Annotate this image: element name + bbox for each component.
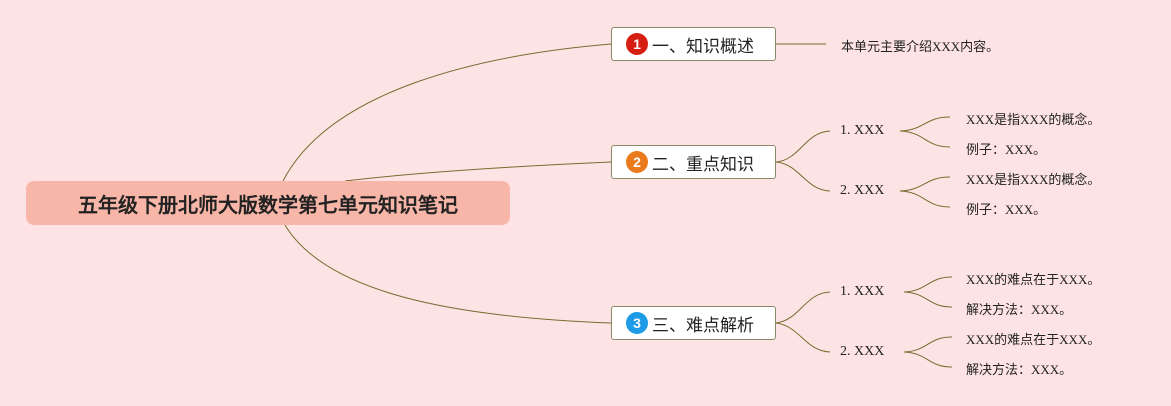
connector-b3s1-leaf1 xyxy=(903,276,953,293)
root-node[interactable]: 五年级下册北师大版数学第七单元知识笔记 xyxy=(26,181,510,225)
b2-sub2-leaf-1[interactable]: XXX是指XXX的概念。 xyxy=(966,172,1101,187)
connector-root-branch2 xyxy=(344,161,612,182)
root-title: 五年级下册北师大版数学第七单元知识笔记 xyxy=(78,192,458,217)
b3-sub-1[interactable]: 1. XXX xyxy=(840,284,885,299)
connector-branch3-sub2 xyxy=(775,322,831,353)
b3-sub1-leaf-1[interactable]: XXX的难点在于XXX。 xyxy=(966,272,1101,287)
branch-node-3[interactable]: 3 三、难点解析 xyxy=(611,306,776,340)
connector-b2s1-leaf1 xyxy=(899,116,951,132)
b1-leaf[interactable]: 本单元主要介绍XXX内容。 xyxy=(841,39,1000,54)
branch-label-3: 三、难点解析 xyxy=(652,315,754,336)
b3-sub2-leaf-1[interactable]: XXX的难点在于XXX。 xyxy=(966,332,1101,347)
branch-label-1: 一、知识概述 xyxy=(652,36,754,57)
connector-b2s2-leaf2 xyxy=(899,190,951,208)
b2-sub1-leaf-1[interactable]: XXX是指XXX的概念。 xyxy=(966,112,1101,127)
number-badge-1: 1 xyxy=(626,33,648,55)
branch-label-2: 二、重点知识 xyxy=(652,154,754,175)
connector-root-branch1 xyxy=(282,43,612,182)
connector-b3s2-leaf1 xyxy=(903,336,953,353)
connector-b3s1-leaf2 xyxy=(903,291,953,308)
number-badge-3: 3 xyxy=(626,312,648,334)
b2-sub1-leaf-2[interactable]: 例子：XXX。 xyxy=(966,142,1047,157)
connector-branch3-sub1 xyxy=(775,291,831,324)
connector-b2s2-leaf1 xyxy=(899,176,951,192)
b2-sub-2[interactable]: 2. XXX xyxy=(840,183,885,198)
b3-sub-2[interactable]: 2. XXX xyxy=(840,344,885,359)
b2-sub-1[interactable]: 1. XXX xyxy=(840,123,885,138)
branch-node-2[interactable]: 2 二、重点知识 xyxy=(611,145,776,179)
connector-branch2-sub2 xyxy=(775,161,831,192)
connector-branch2-sub1 xyxy=(775,130,831,163)
connector-b3s2-leaf2 xyxy=(903,351,953,368)
b2-sub2-leaf-2[interactable]: 例子：XXX。 xyxy=(966,202,1047,217)
branch-node-1[interactable]: 1 一、知识概述 xyxy=(611,27,776,61)
connector-root-branch3 xyxy=(284,224,612,324)
number-badge-2: 2 xyxy=(626,151,648,173)
b3-sub2-leaf-2[interactable]: 解决方法：XXX。 xyxy=(966,362,1073,377)
connector-b2s1-leaf2 xyxy=(899,130,951,148)
b3-sub1-leaf-2[interactable]: 解决方法：XXX。 xyxy=(966,302,1073,317)
